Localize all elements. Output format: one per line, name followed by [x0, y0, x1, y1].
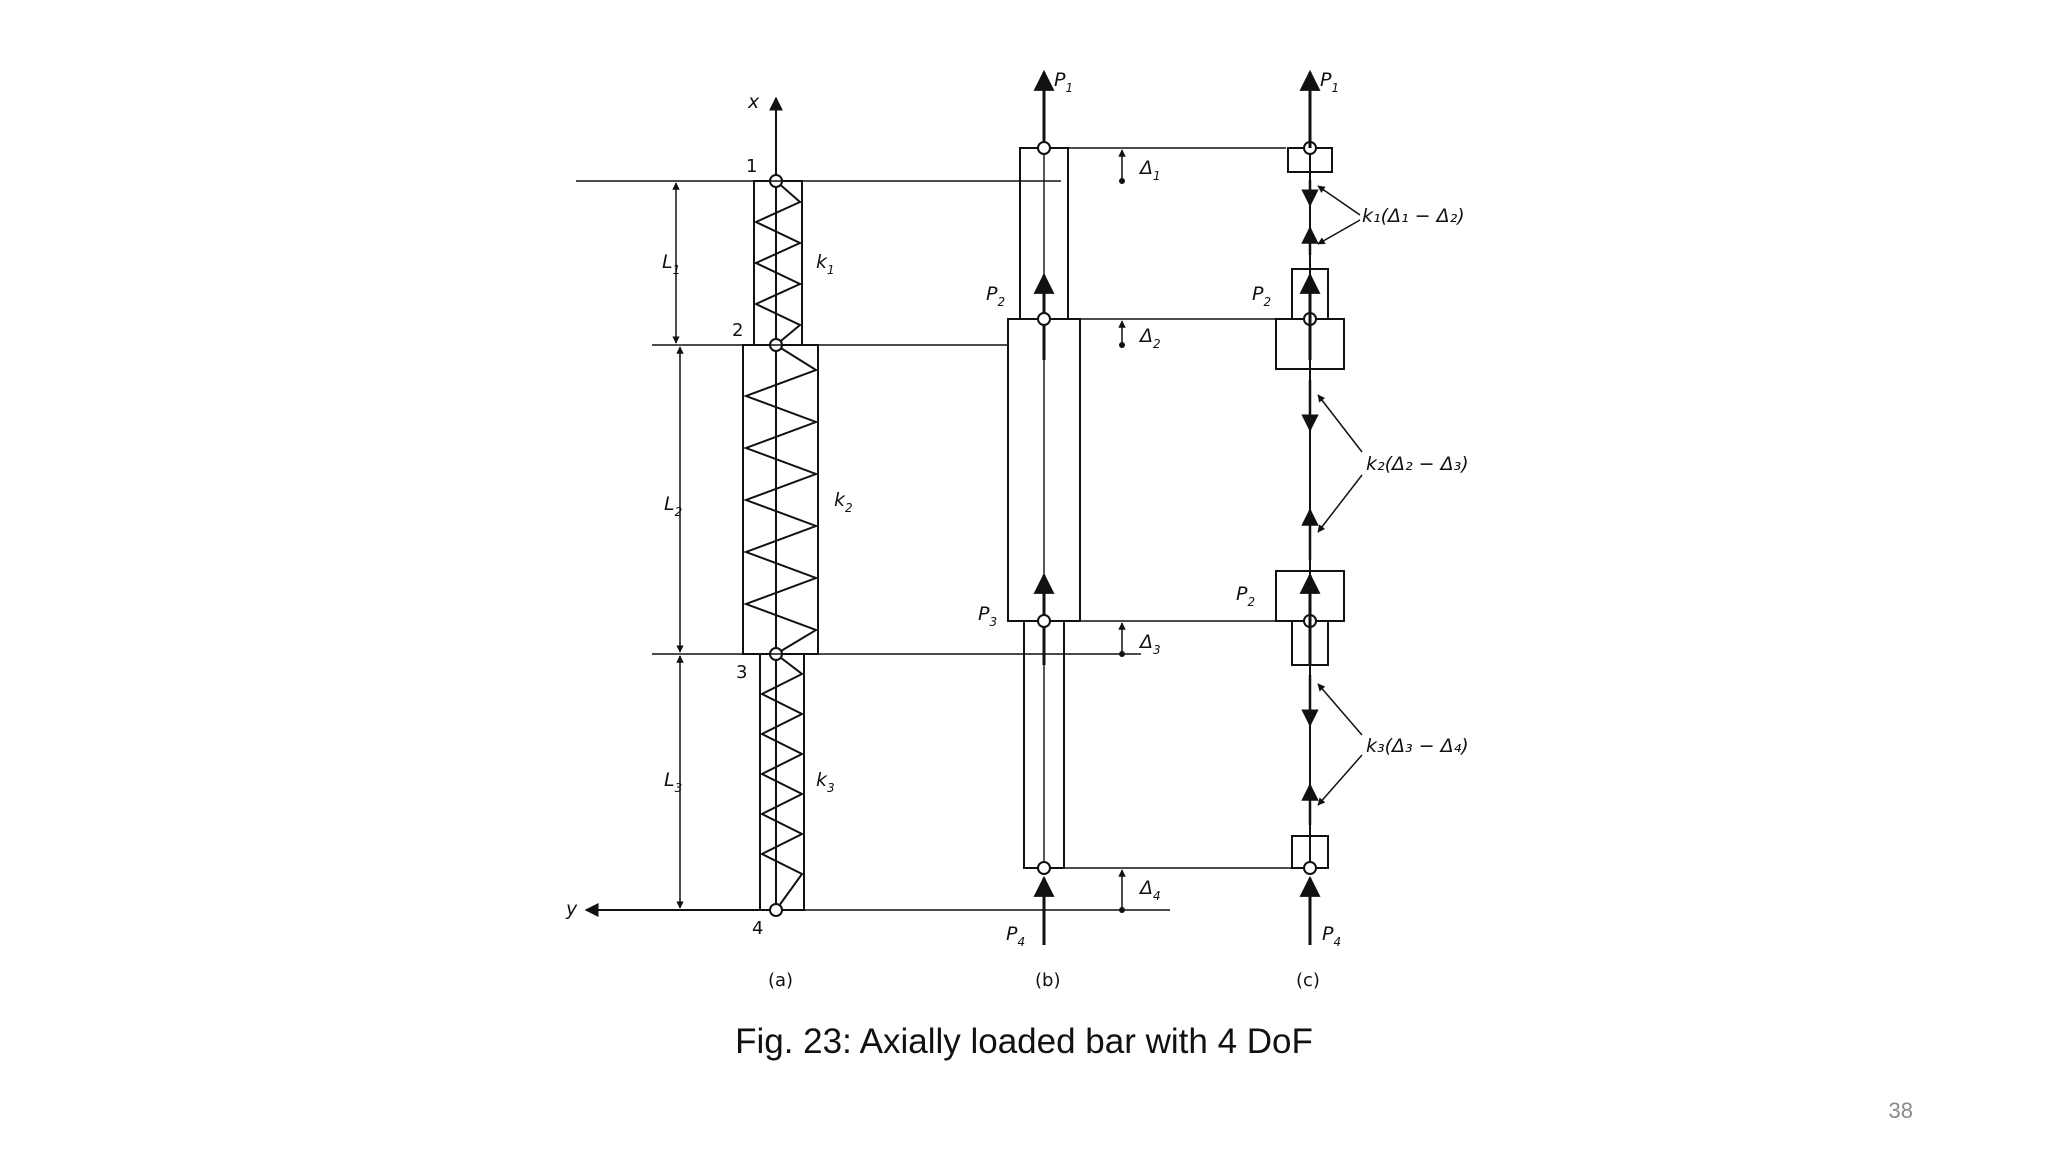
spring-label-k2: k2 [834, 489, 853, 515]
panel-c: P1 P2 P2 P4 k₁(Δ₁ − Δ₂) k₂(Δ₂ − Δ₃) k₃(Δ… [1236, 69, 1469, 991]
length-label-L1: L1 [662, 251, 680, 277]
displacement-dot-4 [1119, 907, 1125, 913]
subcaption-a: (a) [768, 970, 793, 991]
load-label-P2: P2 [986, 283, 1005, 309]
leader-k3-b [1317, 754, 1363, 806]
bar-segment-1 [753, 180, 803, 346]
node-label-4: 4 [752, 918, 763, 939]
internal-force-label-k1: k₁(Δ₁ − Δ₂) [1362, 205, 1465, 227]
load-label-P1: P1 [1054, 69, 1073, 95]
displacement-dot-3 [1119, 651, 1125, 657]
displacement-label-1: Δ1 [1138, 157, 1161, 183]
spring-k2 [743, 344, 819, 655]
node-label-1: 1 [746, 156, 757, 177]
spring-label-k1: k1 [816, 251, 835, 277]
spring-label-k3: k3 [816, 769, 835, 795]
displacement-dot-2 [1119, 342, 1125, 348]
page-number: 38 [1888, 1098, 1913, 1123]
node-b-4 [1037, 861, 1051, 875]
node-label-2: 2 [732, 320, 743, 341]
node-4 [769, 903, 783, 917]
displacement-label-3: Δ3 [1138, 631, 1161, 657]
leader-k1-a [1317, 185, 1361, 216]
node-b-1 [1037, 141, 1051, 155]
node-b-3 [1037, 614, 1051, 628]
internal-force-label-k3: k₃(Δ₃ − Δ₄) [1366, 735, 1469, 757]
x-axis-label: x [747, 91, 760, 113]
load-label-P3: P3 [978, 603, 997, 629]
internal-force-label-k2: k₂(Δ₂ − Δ₃) [1366, 453, 1469, 475]
displacement-dot-1 [1119, 178, 1125, 184]
load-label-c-P4: P4 [1322, 923, 1341, 949]
leader-k1-b [1317, 219, 1361, 245]
spring-k1 [753, 180, 803, 346]
load-label-c-P3: P2 [1236, 583, 1255, 609]
load-label-c-P1: P1 [1320, 69, 1339, 95]
y-axis-label: y [565, 898, 578, 920]
load-label-P4: P4 [1006, 923, 1025, 949]
subcaption-b: (b) [1035, 970, 1060, 991]
displacement-label-2: Δ2 [1138, 325, 1161, 351]
spring-k3 [759, 653, 805, 911]
length-label-L3: L3 [664, 769, 682, 795]
panel-a: x y 1 2 3 4 L1 [565, 91, 1170, 991]
panel-b: P1 P2 P3 P4 Δ1 Δ2 Δ3 Δ4 (b) [978, 69, 1296, 991]
node-label-3: 3 [736, 662, 747, 683]
node-c-4 [1303, 861, 1317, 875]
displacement-label-4: Δ4 [1138, 877, 1161, 903]
length-label-L2: L2 [664, 493, 682, 519]
figure-caption: Fig. 23: Axially loaded bar with 4 DoF [735, 1022, 1313, 1061]
leader-k2-a [1317, 394, 1363, 453]
subcaption-c: (c) [1296, 970, 1320, 991]
load-label-c-P2: P2 [1252, 283, 1271, 309]
leader-k3-a [1317, 683, 1363, 736]
leader-k2-b [1317, 474, 1363, 533]
node-b-2 [1037, 312, 1051, 326]
